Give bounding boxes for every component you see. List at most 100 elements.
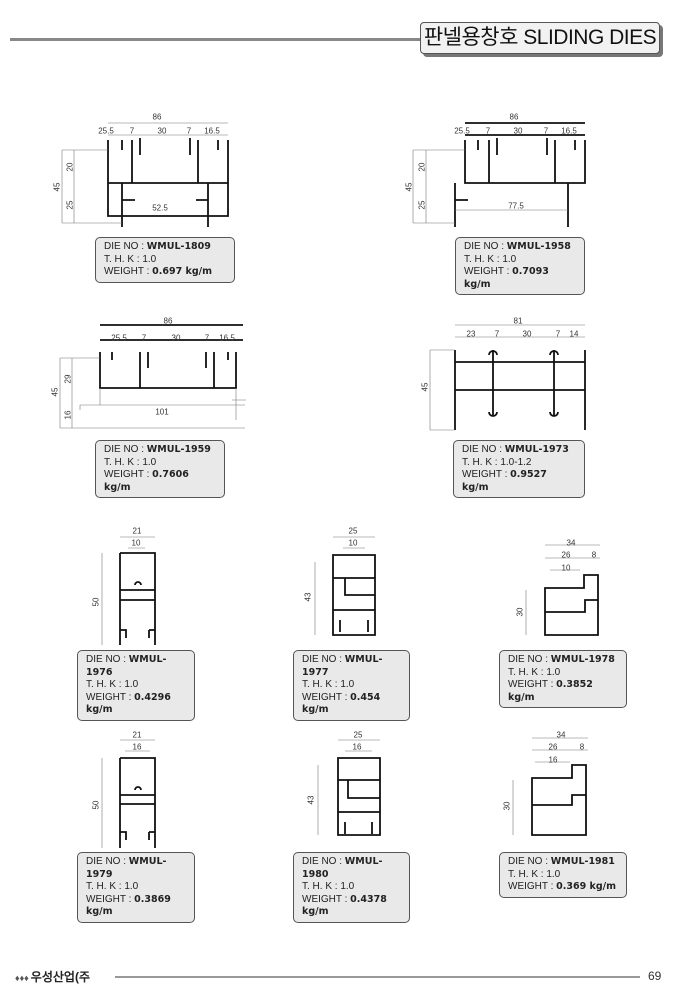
dimension-label: 30: [157, 126, 167, 136]
thickness-row: T. H. K : 1.0: [86, 881, 186, 894]
die-number-label: DIE NO :: [302, 654, 345, 665]
dimension-label: 20: [417, 162, 427, 172]
weight-row: WEIGHT : 0.3852 kg/m: [508, 679, 618, 704]
dimension-label: 25.5: [111, 333, 127, 343]
die-number-value: WMUL-1977: [302, 654, 383, 678]
dimension-label: 16.5: [204, 126, 220, 136]
profile-outline: [544, 574, 599, 636]
profile-outline: [120, 794, 155, 805]
dimension-label: 7: [543, 126, 549, 136]
weight-row: WEIGHT : 0.7606 kg/m: [104, 469, 216, 494]
die-number-label: DIE NO :: [104, 241, 147, 252]
die-number-row: DIE NO : WMUL-1959: [104, 444, 216, 457]
thickness-value: 1.0: [502, 253, 517, 265]
dimension-label: 7: [485, 126, 491, 136]
dimension-label: 25.5: [454, 126, 470, 136]
dimension-line: [120, 739, 155, 752]
dimension-label: 34: [566, 538, 576, 548]
profile-outline: [120, 629, 155, 638]
dimension-label: 43: [306, 795, 316, 805]
dimension-label: 34: [556, 730, 566, 740]
dimension-label: 10: [131, 538, 141, 548]
die-number-row: DIE NO : WMUL-1981: [508, 856, 618, 869]
dimension-label: 7: [494, 329, 500, 339]
thickness-label: T. H. K :: [302, 679, 341, 690]
thickness-label: T. H. K :: [104, 253, 143, 265]
dimension-line: [108, 122, 228, 136]
profile-outline: [333, 577, 375, 596]
dimension-label: 45: [404, 182, 414, 192]
company-name: 우성산업(주: [30, 970, 90, 984]
die-number-label: DIE NO :: [464, 241, 507, 252]
dimension-label: 10: [561, 563, 571, 573]
profile-outline: [120, 757, 156, 848]
die-number-label: DIE NO :: [104, 444, 147, 455]
die-number-row: DIE NO : WMUL-1958: [464, 241, 576, 254]
thickness-value: 1.0-1.2: [500, 456, 532, 468]
die-number-value: WMUL-1981: [550, 856, 615, 867]
weight-row: WEIGHT : 0.454 kg/m: [302, 692, 401, 717]
dimension-label: 14: [569, 329, 579, 339]
profile-outline: [455, 361, 585, 391]
profile-outline: [134, 786, 142, 791]
profile-outline: [532, 794, 586, 806]
dimension-label: 8: [591, 550, 597, 560]
thickness-label: T. H. K :: [86, 679, 125, 690]
thickness-value: 1.0: [142, 456, 157, 468]
profile-outline: [545, 599, 598, 613]
dimension-label: 7: [141, 333, 147, 343]
weight-value: 0.369 kg/m: [556, 881, 616, 892]
thickness-value: 1.0: [124, 881, 139, 892]
dimension-label: 86: [152, 112, 162, 122]
weight-label: WEIGHT :: [86, 691, 135, 703]
die-profile-wmul-1973: [429, 324, 586, 431]
die-number-value: WMUL-1980: [302, 856, 383, 880]
thickness-row: T. H. K : 1.0: [302, 881, 401, 894]
dimension-label: 16.5: [219, 333, 235, 343]
dimension-label: 26: [561, 550, 571, 560]
die-number-value: WMUL-1979: [86, 856, 167, 880]
weight-label: WEIGHT :: [462, 469, 511, 480]
dimension-label: 30: [515, 607, 525, 617]
profile-outline: [121, 138, 219, 183]
dimension-line: [429, 349, 455, 431]
profile-outline: [465, 122, 585, 136]
thickness-value: 1.0: [340, 881, 355, 892]
dimension-label: 50: [91, 597, 101, 607]
die-number-row: DIE NO : WMUL-1976: [86, 654, 186, 679]
profile-outline: [99, 352, 237, 389]
die-profile-wmul-1809: [61, 122, 229, 227]
weight-row: WEIGHT : 0.697 kg/m: [104, 266, 226, 279]
dimension-label: 16: [548, 755, 558, 765]
die-number-value: WMUL-1958: [506, 241, 571, 252]
weight-row: WEIGHT : 0.3869 kg/m: [86, 894, 186, 919]
thickness-label: T. H. K :: [508, 666, 547, 678]
dimension-line: [338, 739, 380, 752]
weight-label: WEIGHT :: [104, 266, 153, 277]
dimension-line: [120, 536, 155, 549]
weight-value: 0.4296 kg/m: [86, 691, 171, 716]
dimension-label: 45: [420, 382, 430, 392]
header-rule: [10, 38, 422, 41]
thickness-row: T. H. K : 1.0: [302, 679, 401, 692]
company-logo: ♦♦♦우성산업(주: [15, 968, 90, 985]
thickness-label: T. H. K :: [302, 881, 341, 892]
profile-outline: [531, 764, 587, 836]
dimension-label: 7: [555, 329, 561, 339]
thickness-label: T. H. K :: [464, 253, 503, 265]
die-number-value: WMUL-1973: [504, 444, 569, 455]
die-profile-wmul-1978: [525, 544, 600, 636]
dimension-label: 25: [353, 730, 363, 740]
dimension-label: 7: [129, 126, 135, 136]
profile-outline: [454, 350, 586, 430]
thickness-value: 1.0: [124, 679, 139, 690]
dimension-label: 29: [63, 374, 73, 384]
die-number-value: WMUL-1959: [146, 444, 211, 455]
dimension-label: 21: [132, 526, 142, 536]
profile-outline: [120, 589, 155, 601]
die-number-row: DIE NO : WMUL-1979: [86, 856, 186, 881]
dimension-label: 23: [466, 329, 476, 339]
